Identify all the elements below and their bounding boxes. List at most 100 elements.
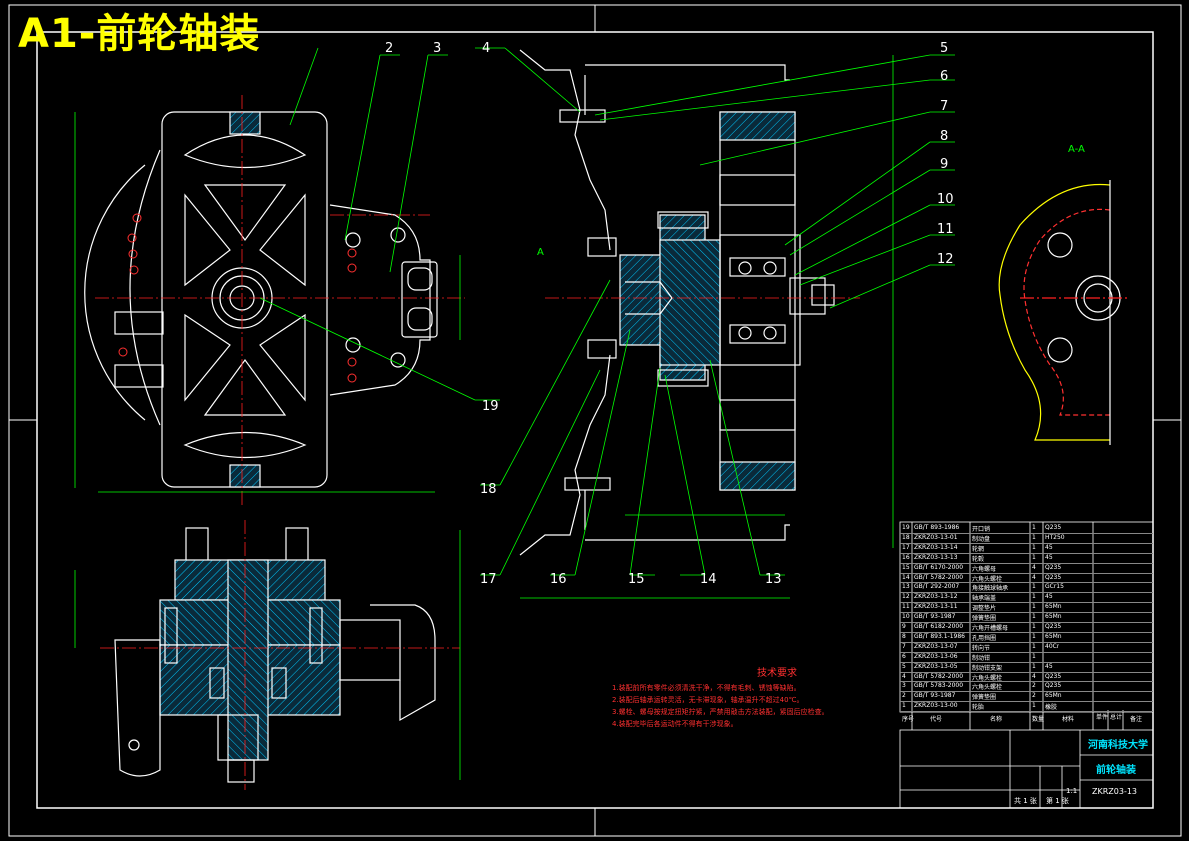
- bom-cell: GB/T 6182-2000: [914, 623, 964, 630]
- bom-cell: GB/T 6170-2000: [914, 563, 964, 571]
- bom-cell: 轮毂: [972, 555, 985, 563]
- bom-cell: 1: [1032, 662, 1036, 670]
- bom-cell: 1: [1032, 603, 1036, 611]
- tech-heading: 技术要求: [757, 668, 797, 679]
- callout: 14: [700, 572, 717, 587]
- bom-cell: 1: [902, 702, 906, 710]
- bom-cell: 六角开槽螺母: [972, 625, 1009, 632]
- bom-cell: 45: [1045, 593, 1053, 601]
- bom-cell: 10: [902, 613, 910, 621]
- bom-cell: 1: [1032, 632, 1036, 640]
- bom-cell: GB/T 893.1-1986: [914, 632, 965, 640]
- bom-header: 材料: [1062, 716, 1075, 723]
- bom-cell: ZKRZ03-13-14: [914, 543, 958, 551]
- bom-cell: ZKRZ03-13-06: [914, 652, 958, 660]
- bom-row-divider: [900, 612, 1153, 614]
- bom-row-divider: [900, 701, 1153, 703]
- bom-row-divider: [900, 661, 1153, 663]
- bom-header: 代号: [930, 716, 943, 723]
- bom-cell: 13: [902, 583, 910, 591]
- bom-cell: 六角螺母: [972, 565, 997, 573]
- bom-cell: Q235: [1045, 672, 1062, 680]
- callout: 2: [385, 41, 393, 56]
- bom-cell: 45: [1045, 543, 1053, 551]
- bom-cell: 开口销: [972, 526, 991, 533]
- bom-cell: 3: [902, 682, 906, 690]
- bom-cell: ZKRZ03-13-07: [914, 642, 958, 650]
- bom-cell: HT250: [1045, 533, 1065, 541]
- bom-row-divider: [900, 711, 1153, 713]
- bom-cell: Q235: [1045, 573, 1062, 581]
- bom-cell: 4: [1032, 573, 1036, 581]
- bom-cell: 孔用挡圈: [972, 634, 997, 642]
- sheet-total: 共 1 张: [1014, 797, 1037, 805]
- callout: 19: [482, 399, 499, 414]
- leader-lines: [259, 47, 955, 576]
- tech-item: 2.装配后轴承运转灵活，无卡滞现象，轴承温升不超过40℃。: [612, 696, 804, 704]
- bom-cell: 45: [1045, 553, 1053, 561]
- bom-cell: 4: [1032, 672, 1036, 680]
- bom-cell: 制动钳: [972, 654, 991, 662]
- callout-numbers: 2 3 4 5 6 7 8 9 10 11 12 13 14 15 16 17 …: [385, 41, 954, 587]
- callout: 6: [940, 69, 948, 84]
- bom-cell: 65Mn: [1045, 692, 1062, 700]
- bom-cell: 1: [1032, 623, 1036, 630]
- bom-cell: 1: [1032, 642, 1036, 650]
- bom-cell: 2: [1032, 682, 1036, 690]
- callout: 15: [628, 572, 645, 587]
- title-block-grid: [899, 729, 1154, 809]
- bom-cell: GB/T 5783-2000: [914, 682, 964, 690]
- bom-row-divider: [900, 691, 1153, 693]
- bom-cell: 65Mn: [1045, 603, 1062, 611]
- bom-cell: 1: [1032, 613, 1036, 621]
- drawing-number: ZKRZ03-13: [1092, 787, 1138, 796]
- drawing-name: 前轮轴装: [1096, 765, 1136, 776]
- bom-cell: 4: [1032, 563, 1036, 571]
- front-view-dims: [74, 112, 461, 493]
- bom-row-divider: [900, 572, 1153, 574]
- bom-row-divider: [900, 641, 1153, 643]
- bom-cell: 2: [1032, 692, 1036, 700]
- view-label-a: A: [537, 247, 544, 258]
- bom-cell: 65Mn: [1045, 632, 1062, 640]
- bom-row-divider: [900, 582, 1153, 584]
- front-view-centerlines: [95, 95, 465, 505]
- bom-cell: Q235: [1045, 563, 1062, 571]
- bom-cell: 16: [902, 553, 910, 561]
- callout: 7: [940, 99, 948, 114]
- bom-row-divider: [900, 552, 1153, 554]
- top-view: [114, 527, 436, 783]
- bom-cell: 1: [1032, 533, 1036, 541]
- bom-row-divider: [900, 671, 1153, 673]
- callout: 5: [940, 41, 948, 56]
- bom-cell: ZKRZ03-13-11: [914, 603, 958, 611]
- bom-row-divider: [900, 651, 1153, 653]
- bom-header: 名称: [990, 716, 1003, 723]
- bom-cell: 9: [902, 623, 906, 630]
- tech-item: 4.装配完毕后各运动件不得有干涉现象。: [612, 720, 738, 728]
- bom-row-divider: [900, 542, 1153, 544]
- callout: 18: [480, 482, 497, 497]
- callout: 9: [940, 157, 948, 172]
- bom-cell: 8: [902, 632, 906, 640]
- bom-cell: 12: [902, 593, 910, 601]
- sheet-number: 第 1 张: [1046, 797, 1069, 805]
- view-label-aa: A-A: [1068, 144, 1085, 155]
- callout: 17: [480, 572, 497, 587]
- bom-cell: 1: [1032, 524, 1036, 531]
- bom-cell: 45: [1045, 662, 1053, 670]
- bom-row-divider: [900, 592, 1153, 594]
- bom-cell: 5: [902, 662, 906, 670]
- bom-cell: 19: [902, 524, 910, 531]
- callout: 8: [940, 129, 948, 144]
- bom-cell: 18: [902, 533, 910, 541]
- bom-row-divider: [900, 681, 1153, 683]
- callout: 3: [433, 41, 441, 56]
- bom-header: 总计: [1110, 714, 1123, 721]
- bom-header: 数量: [1032, 716, 1045, 723]
- bom-cell: 14: [902, 573, 910, 581]
- bom-cell: 1: [1032, 593, 1036, 601]
- bom-cell: 1: [1032, 543, 1036, 551]
- tech-requirements: 技术要求 1.装配前所有零件必须清洗干净，不得有毛刺、锈蚀等缺陷。 2.装配后轴…: [612, 668, 882, 730]
- bom-header: 单件: [1096, 714, 1109, 721]
